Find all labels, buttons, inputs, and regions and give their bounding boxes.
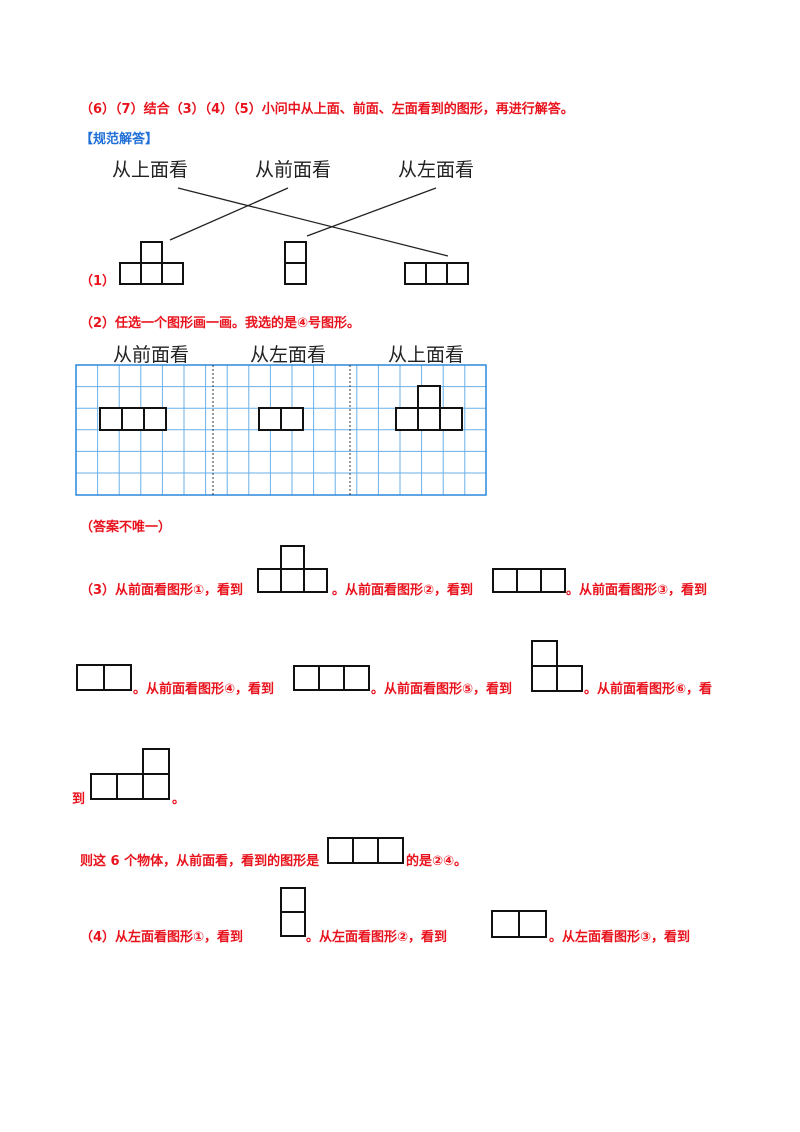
part3-text-7: 到 [72,792,86,807]
part1-shape-column [284,241,307,285]
part3-shape-6 [90,748,170,800]
part1-shape-row3 [404,262,469,285]
part3-summary-a: 则这 6 个物体，从前面看，看到的图形是 [80,854,320,869]
part4-shape-1 [280,887,306,937]
part1-label-left: 从左面看 [398,159,475,181]
part2-note: （答案不唯一） [80,520,172,535]
part3-summary-b: 的是②④。 [406,854,468,869]
part3-text-6: 。从前面看图形⑥，看 [584,682,713,697]
part3-text-2: 。从前面看图形②，看到 [332,583,474,598]
section-header: 【规范解答】 [80,132,159,147]
part3-shape-2 [492,568,566,593]
part3-text-8: 。 [172,792,186,807]
part3-shape-3 [76,664,132,691]
part2-label-left: 从左面看 [250,344,327,366]
part3-summary-shape [327,837,404,864]
part3-text-3: 。从前面看图形③，看到 [566,583,708,598]
part4-text-3: 。从左面看图形③，看到 [549,930,691,945]
part1-shape-t [119,241,184,285]
part1-label-front: 从前面看 [255,159,332,181]
part4-text-1: （4）从左面看图形①，看到 [80,930,244,945]
part3-text-4: 。从前面看图形④，看到 [133,682,275,697]
part3-shape-1 [257,545,328,593]
part2-label-top: 从上面看 [388,344,465,366]
part2-label-front: 从前面看 [113,344,190,366]
matching-lines [169,187,449,257]
part2-text: （2）任选一个图形画一画。我选的是④号图形。 [80,316,361,331]
part3-text-1: （3）从前面看图形①，看到 [80,583,244,598]
part3-shape-5 [531,640,583,692]
part1-label-top: 从上面看 [112,159,189,181]
part4-text-2: 。从左面看图形②，看到 [306,930,448,945]
part4-shape-2 [491,910,547,938]
part1-marker: （1） [80,274,116,289]
part3-shape-4 [293,665,370,691]
drawing-grid [75,364,487,496]
part3-text-5: 。从前面看图形⑤，看到 [371,682,513,697]
intro-line: （6）（7）结合（3）（4）（5）小问中从上面、前面、左面看到的图形，再进行解答… [80,102,574,117]
